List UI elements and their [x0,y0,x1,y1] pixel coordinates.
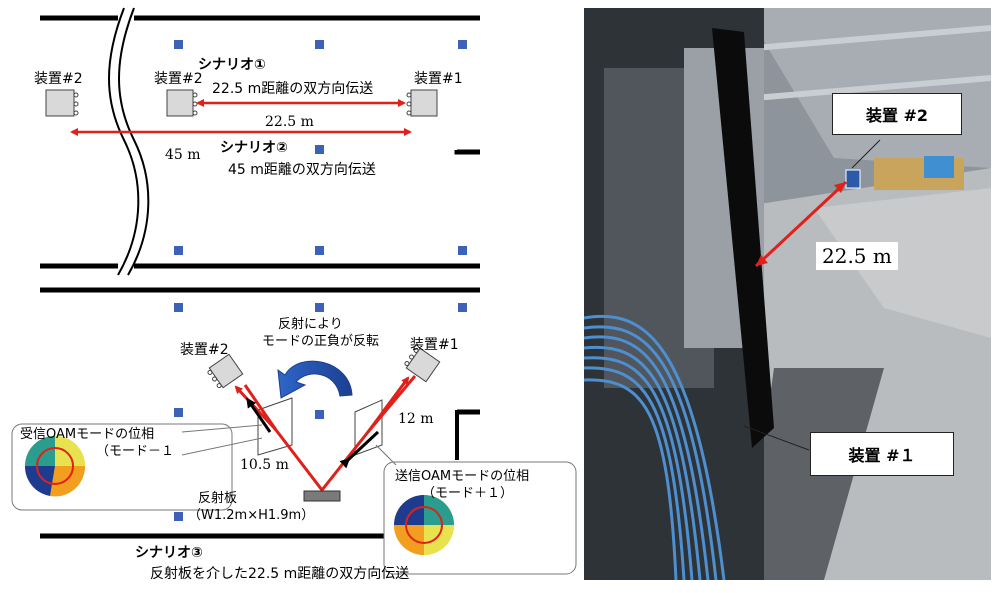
label-device2-far: 装置#2 [34,71,83,87]
mode-reverse-arrow [277,360,353,399]
reflection-note-1: 反射により [278,317,343,332]
device-2-near-box [166,89,198,117]
scenario3-desc: 反射板を介した22.5 m距離の双方向伝送 [150,566,410,582]
break-lines [108,7,150,276]
label-s3-device2: 装置#2 [180,342,229,358]
reflector [303,490,341,502]
scenario1-title: シナリオ① [198,57,266,73]
rx-phase-disc [24,436,86,497]
device-1-rotated [404,347,441,383]
tx-mode-label: （モード＋１） [422,486,514,501]
scenario3-title: シナリオ③ [135,545,203,561]
scenario1-desc: 22.5 m距離の双方向伝送 [212,81,374,97]
layout-diagram [11,7,577,575]
tx-indicator-arrow [339,430,380,469]
scenario2-desc: 45 m距離の双方向伝送 [228,162,376,178]
label-device2-near: 装置#2 [154,71,203,87]
rx-indicator-arrow [246,397,272,433]
rx-mode-label: （モード－１ [96,444,175,459]
corridor-walls-top [40,15,480,269]
tx-phase-disc [394,495,454,555]
pillar-markers-top [174,40,467,255]
device-2-rotated [207,353,244,389]
label-s3-device1: 装置#1 [410,337,459,353]
tx-phase-label: 送信OAMモードの位相 [395,469,530,484]
photo-device2-callout: 装置 #2 [832,93,962,135]
reflection-note-2: モードの正負が反転 [262,334,380,349]
photo-distance: 22.5 m [816,242,898,270]
scenario2-distance: 45 m [165,147,201,163]
site-photo: 装置 #2 22.5 m 装置 #１ [584,8,991,580]
photo-device1-callout: 装置 #１ [810,432,954,476]
rx-phase-label: 受信OAMモードの位相 [20,427,155,442]
distance-right: 12 m [398,411,434,427]
label-device1: 装置#1 [414,71,463,87]
device-2-far-box [45,89,79,117]
distance-left: 10.5 m [240,457,289,473]
reflector-size: （W1.2m×H1.9m） [188,508,315,523]
scenario2-title: シナリオ② [220,140,288,156]
scenario1-distance: 22.5 m [265,114,314,130]
reflector-label: 反射板 [198,491,238,506]
device-1-box [406,89,438,117]
